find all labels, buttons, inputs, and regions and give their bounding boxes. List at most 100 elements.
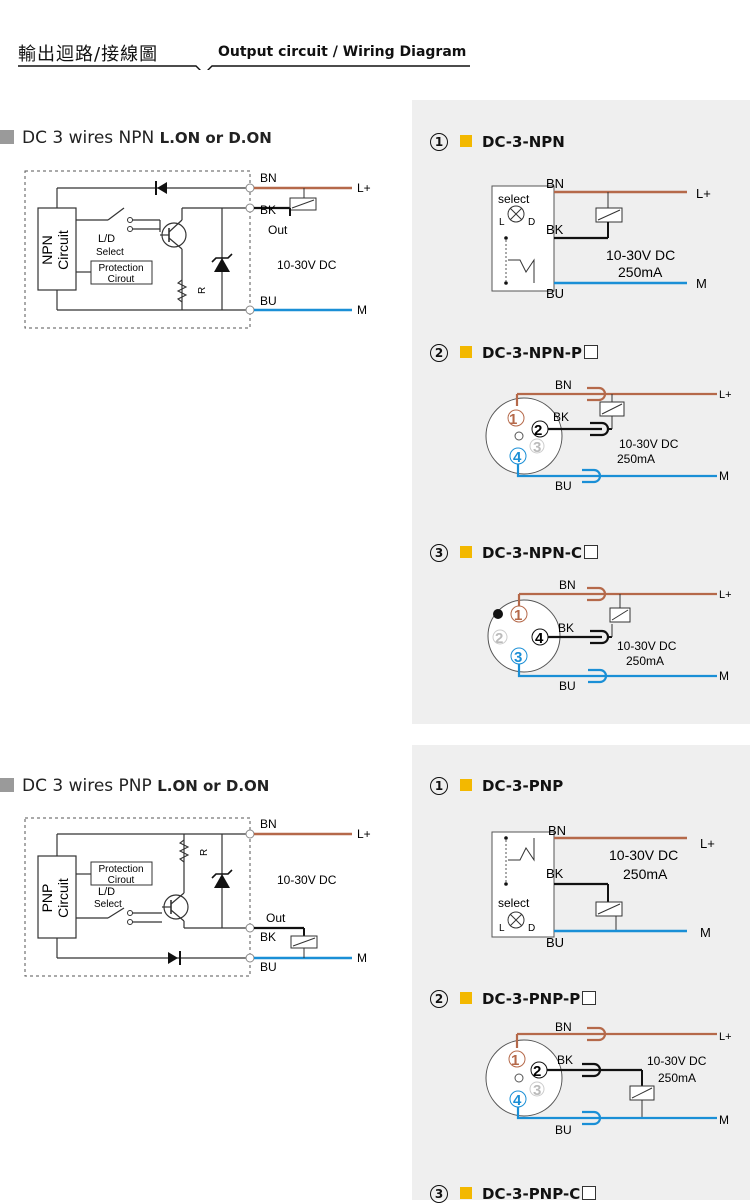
svg-text:10-30V DC: 10-30V DC — [277, 873, 337, 887]
svg-text:M: M — [696, 276, 707, 291]
svg-text:BN: BN — [555, 1020, 572, 1034]
svg-text:L+: L+ — [357, 827, 371, 841]
npn-circuit-label: NPN — [39, 235, 55, 265]
svg-text:Protection: Protection — [98, 263, 143, 274]
svg-text:10-30V DC: 10-30V DC — [606, 247, 675, 263]
svg-text:L: L — [499, 923, 505, 934]
pnp-section-title: DC 3 wires PNP L.ON or D.ON — [0, 776, 269, 796]
svg-text:BK: BK — [546, 222, 564, 237]
npn-internal-circuit: NPN Circuit L/D Select Protection Cirout… — [24, 170, 371, 329]
svg-text:250mA: 250mA — [617, 452, 655, 466]
svg-text:BU: BU — [559, 679, 576, 693]
svg-text:PNP: PNP — [39, 884, 55, 913]
blank-box-icon — [582, 991, 597, 1005]
svg-text:L+: L+ — [719, 589, 732, 601]
svg-text:L/D: L/D — [98, 233, 115, 245]
svg-text:L+: L+ — [357, 181, 371, 195]
svg-text:3: 3 — [533, 1082, 541, 1099]
svg-text:4: 4 — [535, 630, 544, 647]
yellow-square-icon — [460, 346, 472, 358]
svg-text:D: D — [528, 217, 535, 228]
svg-text:BK: BK — [260, 203, 276, 217]
svg-text:Cirout: Cirout — [108, 875, 135, 886]
resistor-icon — [178, 839, 190, 863]
svg-text:BN: BN — [555, 378, 572, 392]
svg-text:BN: BN — [559, 578, 576, 592]
npn-section-title: DC 3 wires NPN L.ON or D.ON — [0, 128, 272, 148]
svg-text:BU: BU — [546, 286, 564, 301]
yellow-square-icon — [460, 779, 472, 791]
gray-square-icon — [0, 130, 14, 144]
svg-text:10-30V DC: 10-30V DC — [277, 258, 337, 272]
svg-text:Cirout: Cirout — [108, 274, 135, 285]
svg-text:select: select — [498, 192, 530, 206]
svg-text:BU: BU — [555, 479, 572, 493]
resistor-icon — [176, 279, 188, 303]
svg-text:M: M — [357, 951, 367, 965]
svg-text:BN: BN — [548, 823, 566, 838]
svg-text:BN: BN — [260, 817, 277, 831]
zener-diode-icon — [214, 258, 230, 272]
svg-text:M: M — [719, 669, 729, 683]
svg-text:250mA: 250mA — [658, 1071, 696, 1085]
svg-text:3: 3 — [514, 649, 522, 666]
svg-text:10-30V DC: 10-30V DC — [647, 1054, 707, 1068]
svg-text:M: M — [700, 925, 711, 940]
svg-text:250mA: 250mA — [626, 654, 664, 668]
svg-text:250mA: 250mA — [623, 866, 668, 882]
svg-text:D: D — [528, 923, 535, 934]
svg-text:L+: L+ — [696, 186, 711, 201]
svg-text:R: R — [199, 849, 210, 856]
pnp-2-wiring: 1 2 3 4 BN L+ BK 10-30V DC 250mA M BU — [485, 1020, 732, 1137]
pnp-wiring-panel — [412, 745, 750, 1200]
svg-text:L+: L+ — [719, 1031, 732, 1043]
blank-box-icon — [584, 545, 599, 559]
svg-text:M: M — [719, 469, 729, 483]
svg-text:10-30V DC: 10-30V DC — [619, 437, 679, 451]
npn-3-wiring: 1 2 4 3 BN L+ BK 10-30V DC 250mA M BU — [487, 578, 732, 693]
svg-text:Protection: Protection — [98, 864, 143, 875]
svg-text:L: L — [499, 217, 505, 228]
npn-circuit-label2: Circuit — [55, 230, 71, 270]
zener-diode-icon — [214, 874, 230, 888]
header-underline — [18, 65, 470, 70]
svg-text:Select: Select — [94, 899, 122, 910]
svg-text:BU: BU — [260, 960, 277, 974]
svg-text:250mA: 250mA — [618, 264, 663, 280]
pnp-1-wiring: select L D BN L+ 10-30V DC 250mA BK M BU — [491, 823, 715, 950]
svg-text:BK: BK — [557, 1053, 573, 1067]
svg-text:BU: BU — [555, 1123, 572, 1137]
svg-text:BK: BK — [546, 866, 564, 881]
svg-text:1: 1 — [509, 411, 517, 428]
npn-1-wiring: select L D BN L+ BK 10-30V DC 250mA M BU — [491, 176, 711, 301]
svg-text:L/D: L/D — [98, 886, 115, 898]
svg-text:BK: BK — [260, 930, 276, 944]
diode-icon — [168, 952, 178, 964]
svg-text:10-30V DC: 10-30V DC — [617, 639, 677, 653]
svg-text:BN: BN — [546, 176, 564, 191]
svg-text:BN: BN — [260, 171, 277, 185]
svg-text:Select: Select — [96, 247, 124, 258]
gray-square-icon — [0, 778, 14, 792]
svg-text:Out: Out — [266, 911, 286, 925]
page-title-en: Output circuit / Wiring Diagram — [218, 44, 467, 60]
npn-wiring-panel — [412, 100, 750, 724]
page-title-zh: 輸出迴路/接線圖 — [18, 44, 159, 65]
svg-text:select: select — [498, 896, 530, 910]
page-header: 輸出迴路/接線圖 Output circuit / Wiring Diagram — [18, 36, 470, 70]
svg-text:BK: BK — [558, 621, 574, 635]
svg-text:Out: Out — [268, 223, 288, 237]
pnp-internal-circuit: PNP Circuit Protection Cirout L/D Select… — [24, 817, 371, 977]
svg-text:Circuit: Circuit — [55, 878, 71, 918]
svg-text:2: 2 — [533, 1063, 541, 1080]
svg-text:3: 3 — [533, 439, 541, 456]
svg-text:R: R — [197, 287, 208, 294]
svg-text:4: 4 — [513, 449, 522, 466]
svg-text:M: M — [719, 1113, 729, 1127]
yellow-square-icon — [460, 135, 472, 147]
